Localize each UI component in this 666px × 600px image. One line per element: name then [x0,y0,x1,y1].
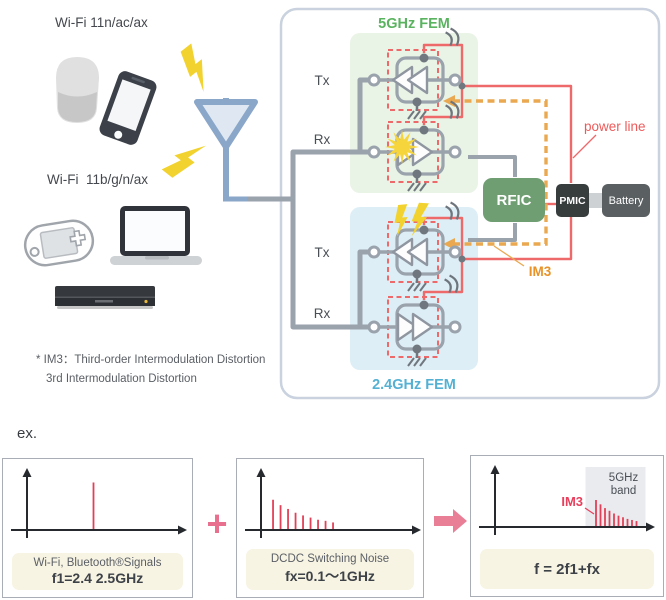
fem-24g-title: 2.4GHz FEM [372,377,456,393]
power-junction-5g [458,82,466,90]
im3-footnote: * IM3：Third-order Intermodulation Distor… [36,351,265,389]
tx-5g-label: Tx [315,73,330,88]
fem-5g-title: 5GHz FEM [378,16,450,32]
x-axis-arrow [412,525,421,535]
im3-footnote-line1: * IM3：Third-order Intermodulation Distor… [36,354,266,366]
rx-5g-label: Rx [314,132,331,147]
pmic-chip [556,184,589,217]
power-junction-24g [458,255,466,263]
result-arrow-icon [434,509,467,533]
battery-label: Battery [609,195,644,207]
spectrum-dcdc-noise [245,468,421,538]
system-diagram: RFIC PMIC Battery 5GHz FEM 2.4GHz FEM Tx… [23,7,661,400]
rx-24g-label: Rx [314,306,331,321]
power-line-pointer [572,134,597,159]
rfic-chip [483,178,545,222]
interference-burst-icon [385,130,419,164]
y-axis-arrow [490,465,500,474]
laptop-icon [110,206,202,265]
chart-caption: Wi-Fi, Bluetooth®Signals f1=2.4 2.5GHz [12,553,183,590]
smart-speaker-icon [56,57,99,123]
antenna-wiring [244,77,369,330]
chart-formula: f = 2f1+fx [534,561,600,578]
dvd-player-icon [55,286,155,309]
y-axis-arrow [256,468,266,477]
spectrum-wifi-signals [11,468,187,538]
chart-title: DCDC Switching Noise [270,553,390,565]
power-line-label: power line [584,119,646,134]
example-heading: ex. [17,425,38,442]
chart-formula: f1=2.4 2.5GHz [51,570,144,586]
rfic-label: RFIC [497,192,532,209]
wifi-5g-devices-label: Wi-Fi 11n/ac/ax [55,15,148,30]
rfic-wiring [468,155,517,242]
plus-operator: + [206,503,228,544]
chart-wifi-signals: Wi-Fi, Bluetooth®Signals f1=2.4 2.5GHz [2,458,193,598]
smartphone-icon [99,71,157,145]
im3-annotation: IM3 [561,494,583,509]
battery-connector [589,193,602,208]
antenna-icon [194,98,258,202]
chart-formula: fx=0.1～1GHz [285,568,375,584]
battery-block [602,184,650,217]
im3-path-label: IM3 [529,264,552,279]
lightning-icon [174,43,220,93]
tx-24g-label: Tx [315,245,330,260]
band-label: band [611,485,637,497]
y-axis-arrow [22,468,32,477]
handheld-game-console-icon [23,219,95,267]
chart-caption: f = 2f1+fx [480,549,654,589]
chart-title: Wi-Fi, Bluetooth®Signals [33,557,162,569]
fem-24g-panel [350,207,478,370]
wifi-24g-devices-label: Wi-Fi 11b/g/n/ax [47,172,149,187]
im3-annotation-pointer [584,507,595,515]
band-label: 5GHz [609,472,639,484]
pmic-label: PMIC [559,195,586,207]
x-axis-arrow [178,525,187,535]
lightning-icon [161,133,208,183]
chart-dcdc-noise: DCDC Switching Noise fx=0.1～1GHz [236,458,424,598]
x-axis-arrow [646,522,655,532]
im3-footnote-line2: 3rd Intermodulation Distortion [46,373,197,385]
chart-caption: DCDC Switching Noise fx=0.1～1GHz [246,549,414,590]
